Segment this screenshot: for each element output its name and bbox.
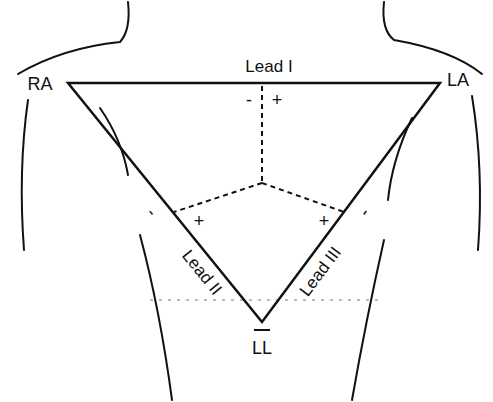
left-arm [22, 100, 28, 250]
lead-name: Lead III [296, 243, 344, 299]
dotted-line [150, 300, 380, 301]
polarity-sign: - [143, 204, 161, 220]
polarity-sign: - [246, 91, 252, 109]
polarity-sign: + [319, 212, 330, 230]
electrode-label: LA [447, 71, 469, 89]
right-flank [352, 240, 384, 400]
lead-name: Lead II [179, 246, 225, 297]
vertex-mark [254, 329, 270, 331]
polarity-sign: + [194, 212, 205, 230]
right-shoulder [383, 2, 482, 74]
polarity-sign: - [355, 204, 373, 220]
lead-name: Lead I [245, 58, 292, 75]
right-arm [472, 96, 480, 250]
electrode-label: RA [27, 75, 52, 93]
left-flank [140, 235, 172, 400]
right-torso [388, 118, 412, 200]
einthoven-triangle [68, 83, 440, 322]
polarity-sign: + [272, 91, 283, 109]
electrode-label: LL [252, 339, 272, 357]
lead-axis [262, 183, 344, 212]
left-shoulder [18, 2, 129, 74]
lead-axis [261, 86, 263, 183]
lead-axis [174, 183, 262, 212]
